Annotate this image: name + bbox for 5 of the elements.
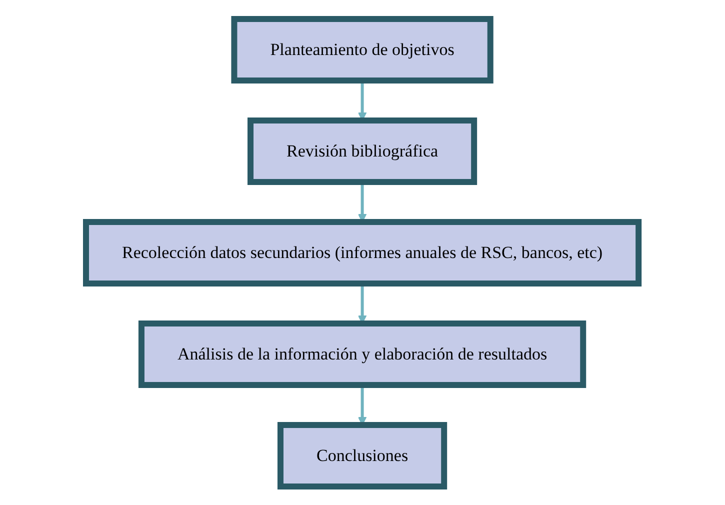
node-box: Recolección datos secundarios (informes anuales de RSC, bancos, etc) — [83, 218, 642, 286]
node-box: Conclusiones — [278, 422, 448, 490]
node-box: Revisión bibliográfica — [248, 117, 478, 185]
node-box: Análisis de la información y elaboración de resultados — [138, 320, 586, 388]
node-box: Planteamiento de objetivos — [231, 16, 494, 84]
